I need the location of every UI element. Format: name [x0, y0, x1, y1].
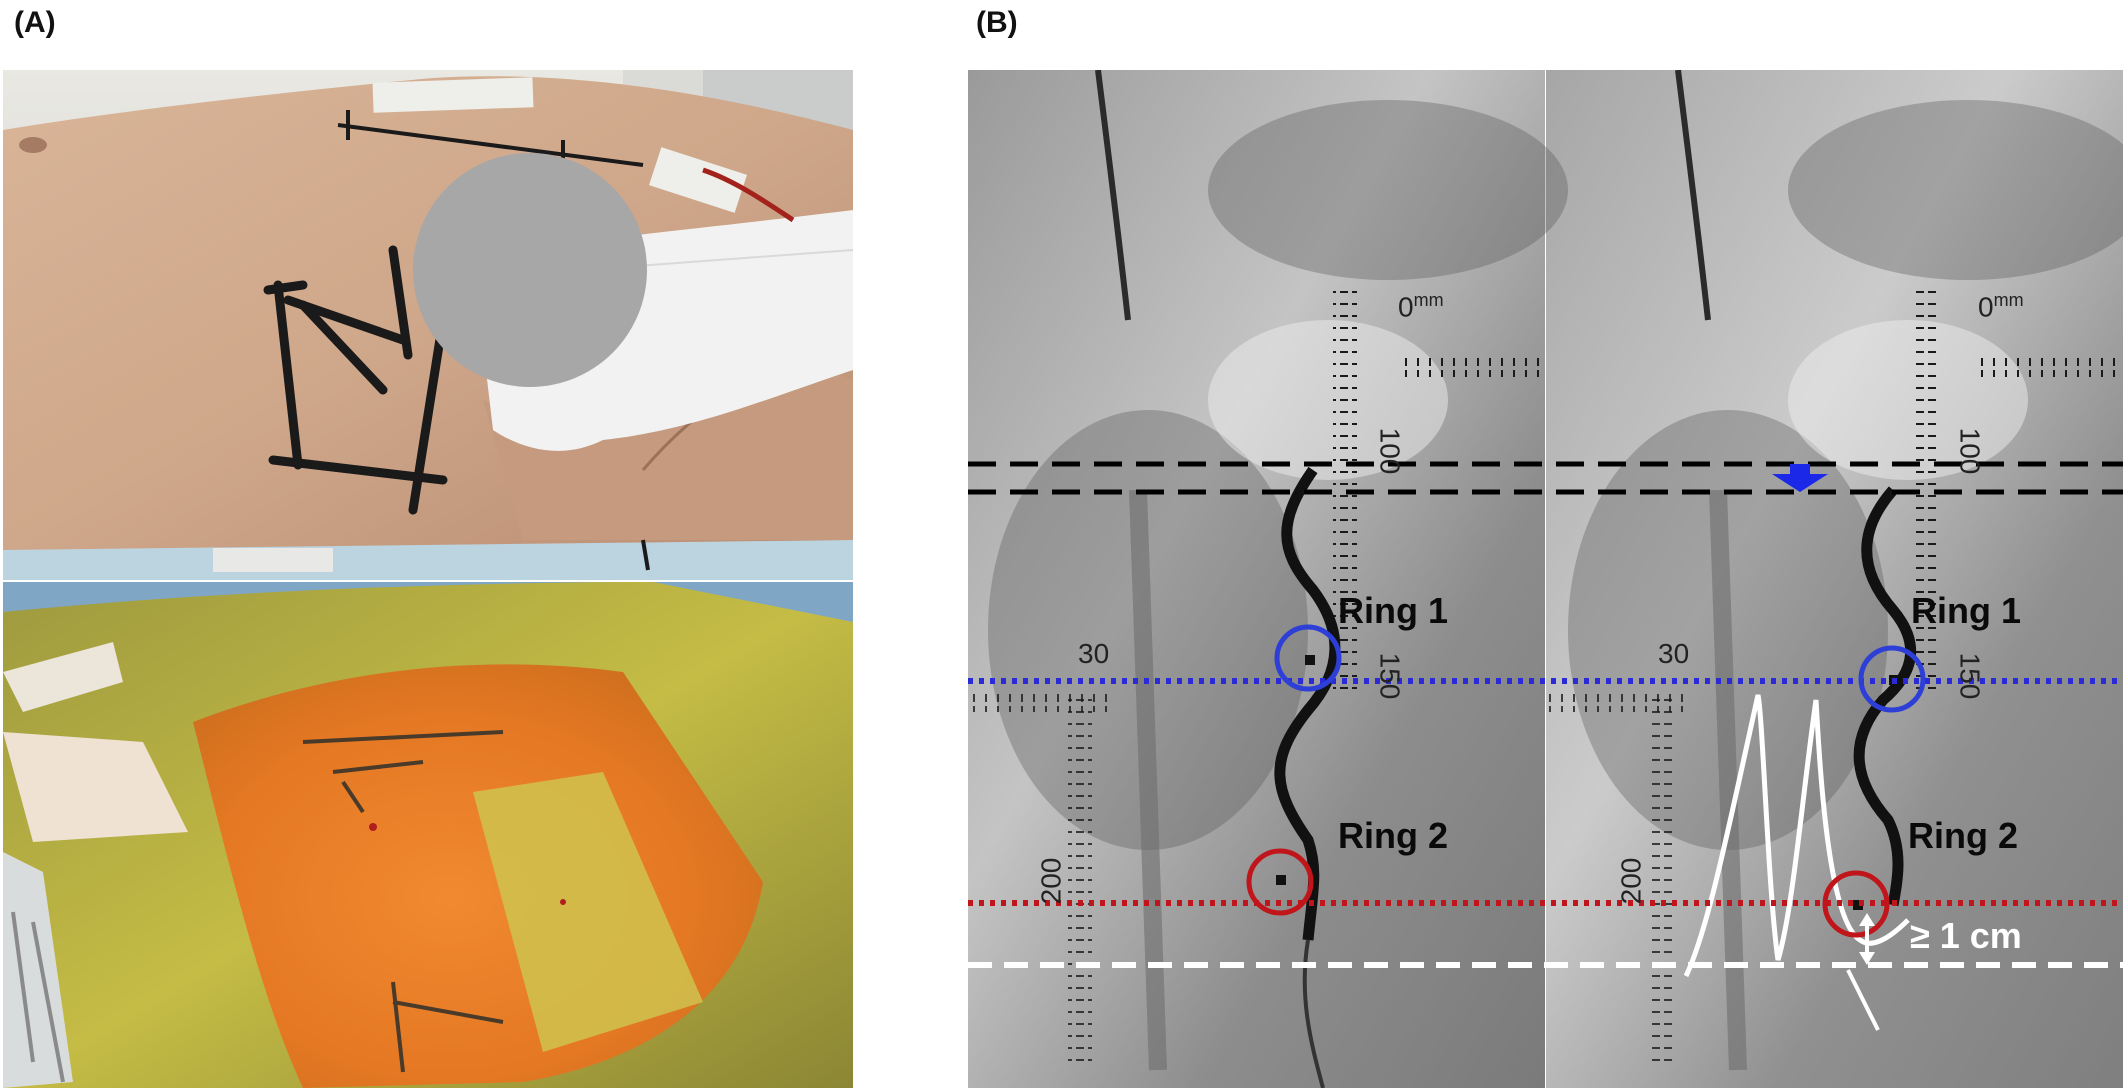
ring1-circle-right	[1858, 645, 1926, 713]
device-wire-right	[1853, 486, 1917, 907]
patient-marking-photo	[3, 70, 853, 580]
ring2-label-right: Ring 2	[1908, 815, 2019, 856]
ring1-circle-left	[1274, 624, 1342, 692]
ruler-30-left: 30	[1078, 638, 1110, 669]
distance-label: ≥ 1 cm	[1910, 915, 2022, 956]
draped-surgical-field-photo	[3, 582, 853, 1088]
ruler-150-left: 150	[1374, 652, 1406, 700]
panel-label-a: (A)	[14, 6, 56, 39]
ruler-zero-left: 0mm	[1398, 290, 1444, 323]
ruler-100-left: 100	[1374, 427, 1406, 475]
ring2-circle-left	[1246, 848, 1314, 916]
retracted-sheath-outline	[1683, 694, 1910, 978]
ruler-150-right: 150	[1954, 652, 1986, 700]
ruler-30-right: 30	[1658, 638, 1690, 669]
blue-down-arrow-icon	[1772, 464, 1828, 492]
ruler-unit-right: mm	[1993, 290, 2024, 310]
fluoroscopy-panel: Ring 1 Ring 2 0mm 100 150 30 200 Ring 1 …	[968, 70, 2123, 1088]
ring2-label-left: Ring 2	[1338, 815, 1449, 856]
ruler-200-left: 200	[1035, 857, 1067, 905]
ruler-200-right: 200	[1615, 857, 1647, 905]
ring1-label-right: Ring 1	[1911, 590, 2022, 631]
ruler-unit-left: mm	[1413, 290, 1444, 310]
fluoroscopy-image	[968, 70, 2123, 1088]
double-headed-arrow-icon	[1859, 913, 1875, 965]
ring1-label-left: Ring 1	[1338, 590, 1449, 631]
ring2-circle-right	[1822, 870, 1890, 938]
ruler-zero-right: 0mm	[1978, 290, 2024, 323]
ruler-100-right: 100	[1954, 427, 1986, 475]
panel-label-b: (B)	[976, 6, 1018, 39]
device-wire-left	[1274, 466, 1341, 941]
